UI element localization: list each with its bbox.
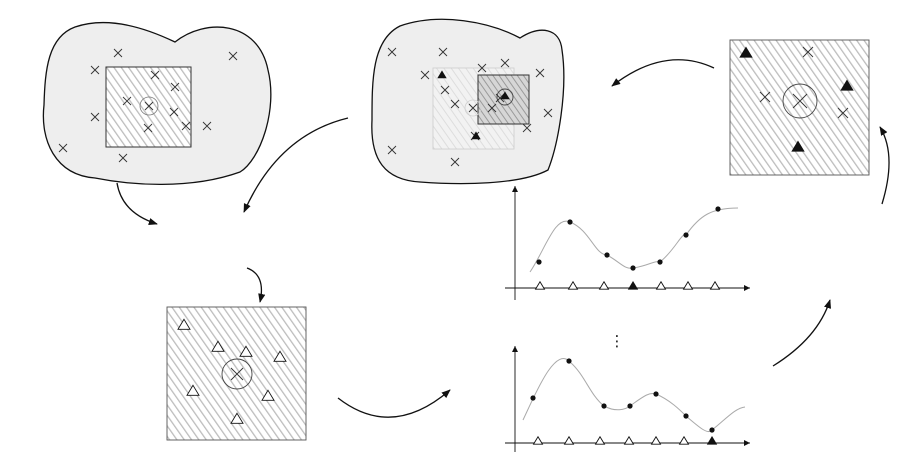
plot-axes: [505, 346, 750, 452]
point-marker: [683, 413, 688, 418]
plot-axes: [505, 186, 750, 300]
plot-curve: [530, 208, 738, 272]
x-axis-arrowhead: [744, 440, 750, 446]
arrow-search-box-to-plots: [338, 390, 450, 417]
region-a: [43, 23, 270, 185]
point-marker: [536, 259, 541, 264]
y-axis-arrowhead: [512, 346, 518, 352]
point-marker: [683, 232, 688, 237]
point-marker: [601, 403, 606, 408]
plot-bottom: [505, 346, 750, 452]
point-marker: [567, 219, 572, 224]
open-triangle-marker: [536, 282, 545, 289]
arrow-result-box-to-region-b: [612, 60, 714, 86]
point-marker: [566, 358, 571, 363]
result-box-frame: [730, 40, 869, 175]
x-axis-arrowhead: [744, 285, 750, 291]
point-marker: [604, 252, 609, 257]
open-triangle-marker: [569, 282, 578, 289]
region-b: [372, 19, 564, 183]
point-marker: [709, 427, 714, 432]
open-triangle-marker: [534, 437, 543, 444]
open-triangle-marker: [565, 437, 574, 444]
plot-top: [505, 186, 750, 300]
arrow-into-search-box: [247, 268, 261, 302]
open-triangle-marker: [596, 437, 605, 444]
open-triangle-marker: [711, 282, 720, 289]
open-triangle-marker: [652, 437, 661, 444]
point-marker: [530, 395, 535, 400]
open-triangle-marker: [600, 282, 609, 289]
arrow-region-a-down: [117, 183, 157, 224]
point-marker: [657, 259, 662, 264]
open-triangle-marker: [680, 437, 689, 444]
filled-triangle-marker: [708, 437, 717, 444]
arrow-to-result-box: [880, 127, 889, 204]
region-b-search-box: [478, 75, 529, 124]
arrow-plots-up: [773, 300, 830, 366]
point-marker: [630, 265, 635, 270]
point-marker: [653, 391, 658, 396]
search-box: [167, 307, 306, 440]
ellipsis: ⋮: [610, 332, 625, 350]
point-marker: [627, 403, 632, 408]
filled-triangle-marker: [629, 282, 638, 289]
plot-curve: [523, 359, 745, 432]
open-triangle-marker: [684, 282, 693, 289]
y-axis-arrowhead: [512, 186, 518, 192]
result-box: [730, 40, 869, 175]
open-triangle-marker: [657, 282, 666, 289]
open-triangle-marker: [625, 437, 634, 444]
point-marker: [715, 206, 720, 211]
